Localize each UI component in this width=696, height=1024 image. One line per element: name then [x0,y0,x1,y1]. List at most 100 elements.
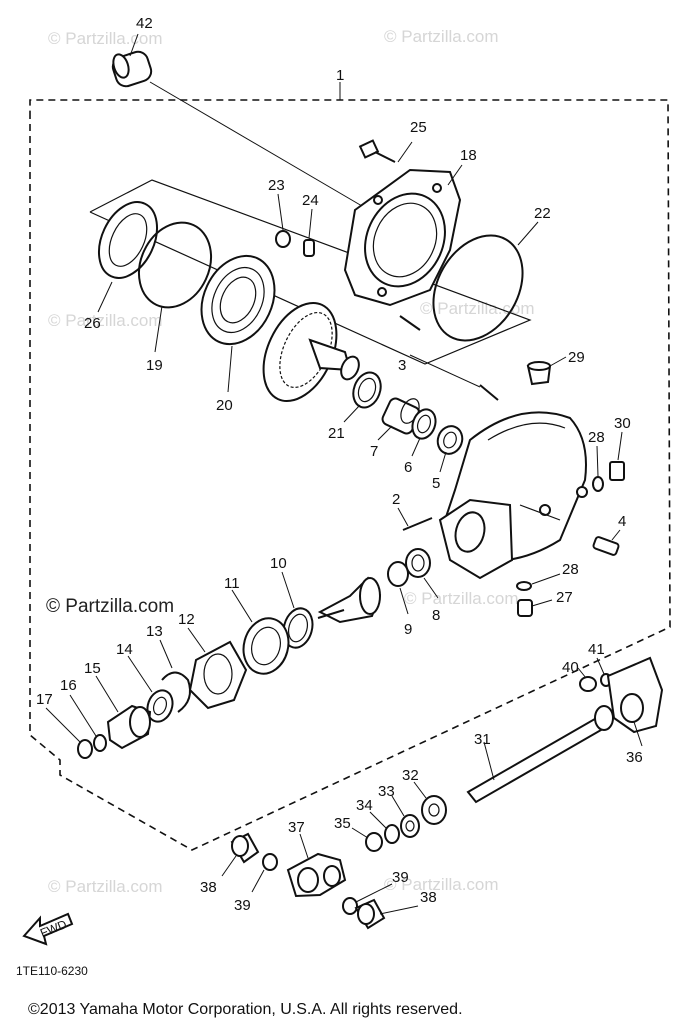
watermarks: © Partzilla.com © Partzilla.com © Partzi… [46,27,535,896]
part-4-pin [592,529,621,556]
callout-28-upper: 28 [588,429,605,446]
callout-3: 3 [398,357,406,374]
watermark-5: © Partzilla.com [46,596,174,617]
callout-15: 15 [84,660,101,677]
watermark-7: © Partzilla.com [48,877,163,896]
callout-8: 8 [432,607,440,624]
callout-24: 24 [302,192,319,209]
part-29-cap [526,356,567,386]
callout-6: 6 [404,459,412,476]
part-13-circlip [159,639,191,713]
callout-10: 10 [270,555,287,572]
part-14-oil-seal [127,655,174,723]
pinion-gear [317,576,382,624]
part-17-nut [45,707,93,759]
callout-42: 42 [136,15,153,32]
callout-27: 27 [556,589,573,606]
part-16-washer [69,694,107,752]
part-21-shim [343,371,382,423]
part-3-stud [399,315,499,401]
callout-39-left: 39 [234,897,251,914]
watermark-4: © Partzilla.com [420,299,535,318]
part-7-bearing [377,397,421,441]
callout-1: 1 [336,67,344,84]
callout-39-right: 39 [392,869,409,886]
part-39-circlip-left [251,853,278,893]
part-35-nut [351,827,383,852]
part-20-bearing [200,254,276,393]
callout-31: 31 [474,731,491,748]
part-31-drive-shaft [466,705,614,804]
callout-23: 23 [268,177,285,194]
part-11-bearing [231,589,290,675]
callout-18: 18 [460,147,477,164]
part-8-bearing [405,548,439,599]
fwd-arrow: FWD [22,912,74,946]
callout-19: 19 [146,357,163,374]
part-18-cover [343,164,463,307]
watermark-1: © Partzilla.com [48,29,163,48]
part-30-bolt [609,431,625,481]
part-42-bushing [111,33,363,207]
callout-34: 34 [356,797,373,814]
callout-40: 40 [562,659,579,676]
callout-29: 29 [568,349,585,366]
part-9-shim [387,561,409,615]
part-39-circlip-right [342,883,393,915]
callout-20: 20 [216,397,233,414]
part-36-coupling [606,656,664,747]
ring-gear [262,301,360,403]
callout-38-left: 38 [200,879,217,896]
part-37-universal-joint [286,833,347,898]
callout-25: 25 [410,119,427,136]
fwd-label: FWD [38,917,69,940]
callout-7: 7 [370,443,378,460]
part-23-nut [275,193,291,248]
part-40-nut [577,667,597,692]
watermark-2: © Partzilla.com [384,27,499,46]
callout-9: 9 [404,621,412,638]
callout-13: 13 [146,623,163,640]
callout-labels: 42 1 25 18 23 24 22 26 19 20 3 29 21 7 6… [36,15,643,914]
watermark-8: © Partzilla.com [384,875,499,894]
callout-22: 22 [534,205,551,222]
part-2-stud [397,507,433,531]
part-24-washer [303,208,315,257]
part-38-bearing-cap-left [221,832,260,877]
part-12-housing [187,627,248,710]
callout-17: 17 [36,691,53,708]
callout-32: 32 [402,767,419,784]
part-15-collar [95,675,152,750]
watermark-3: © Partzilla.com [48,311,163,330]
gear-case-housing [438,411,588,580]
callout-35: 35 [334,815,351,832]
part-10-shim [281,571,314,649]
callout-36: 36 [626,749,643,766]
part-5-bearing [436,425,464,473]
part-6-shim [411,408,437,457]
callout-16: 16 [60,677,77,694]
callout-38-right: 38 [420,889,437,906]
part-25-bolt [358,139,413,163]
callout-33: 33 [378,783,395,800]
callout-2: 2 [392,491,400,508]
callout-37: 37 [288,819,305,836]
part-28-gasket-lower [516,573,561,591]
part-32-bearing [413,781,447,825]
callout-26: 26 [84,315,101,332]
callout-12: 12 [178,611,195,628]
watermark-6: © Partzilla.com [404,589,519,608]
part-38-bearing-cap-right [354,898,419,930]
callout-5: 5 [432,475,440,492]
callout-11: 11 [224,575,240,592]
callout-4: 4 [618,513,626,530]
part-28-gasket-upper [592,445,604,492]
callout-30: 30 [614,415,631,432]
part-26-oil-seal [97,201,159,313]
callout-41: 41 [588,641,605,658]
diagram-code: 1TE110-6230 [16,964,88,978]
part-27-drain-bolt [517,599,553,617]
part-22-o-ring [432,221,539,342]
